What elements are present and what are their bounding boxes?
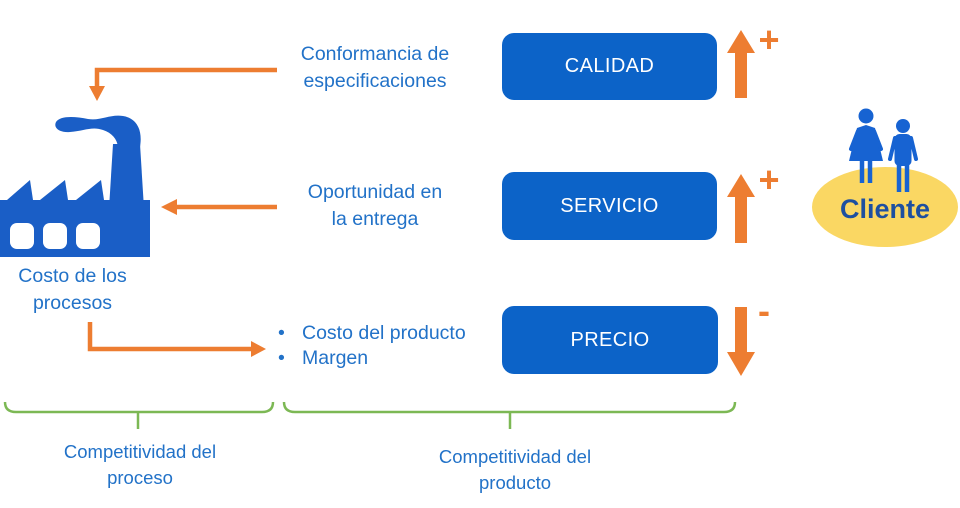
box-calidad: CALIDAD	[502, 33, 717, 100]
woman-icon	[849, 108, 883, 183]
client-ellipse	[812, 167, 958, 247]
factory-caption: Costo de los procesos	[18, 265, 127, 314]
bullet-item-label: Margen	[302, 346, 369, 369]
plus-sign-service: +	[758, 159, 780, 200]
arrow-quality-to-factory	[89, 67, 277, 101]
up-arrow-service-icon	[727, 174, 755, 243]
factory-window	[10, 223, 34, 249]
down-arrow-price-icon	[727, 307, 755, 376]
arrow-cost-to-price	[87, 322, 266, 357]
bullet-item: Margen	[278, 346, 503, 371]
product-competitiveness-label: Competitividad del producto	[438, 446, 592, 493]
man-icon	[888, 119, 918, 192]
brace-process	[3, 401, 275, 429]
minus-sign-price: -	[758, 290, 770, 331]
client-label: Cliente	[839, 194, 931, 224]
brace-product	[282, 401, 737, 429]
bullet-item-label: Costo del producto	[302, 322, 466, 344]
factor-quality-label: Conformancia de especificaciones	[300, 43, 450, 92]
box-servicio: SERVICIO	[502, 172, 717, 240]
up-arrow-quality-icon	[727, 30, 755, 98]
factory-icon	[0, 115, 150, 257]
factor-service-label: Oportunidad en la entrega	[307, 181, 443, 230]
bullet-item: Costo del producto	[278, 321, 503, 346]
box-precio: PRECIO	[502, 306, 718, 374]
factory-window	[76, 223, 100, 249]
process-competitiveness-label: Competitividad del proceso	[63, 441, 217, 488]
factor-price-bullet-list: Costo del producto Margen	[278, 321, 503, 370]
plus-sign-quality: +	[758, 19, 780, 60]
factory-window	[43, 223, 67, 249]
arrow-service-to-factory	[161, 199, 277, 215]
